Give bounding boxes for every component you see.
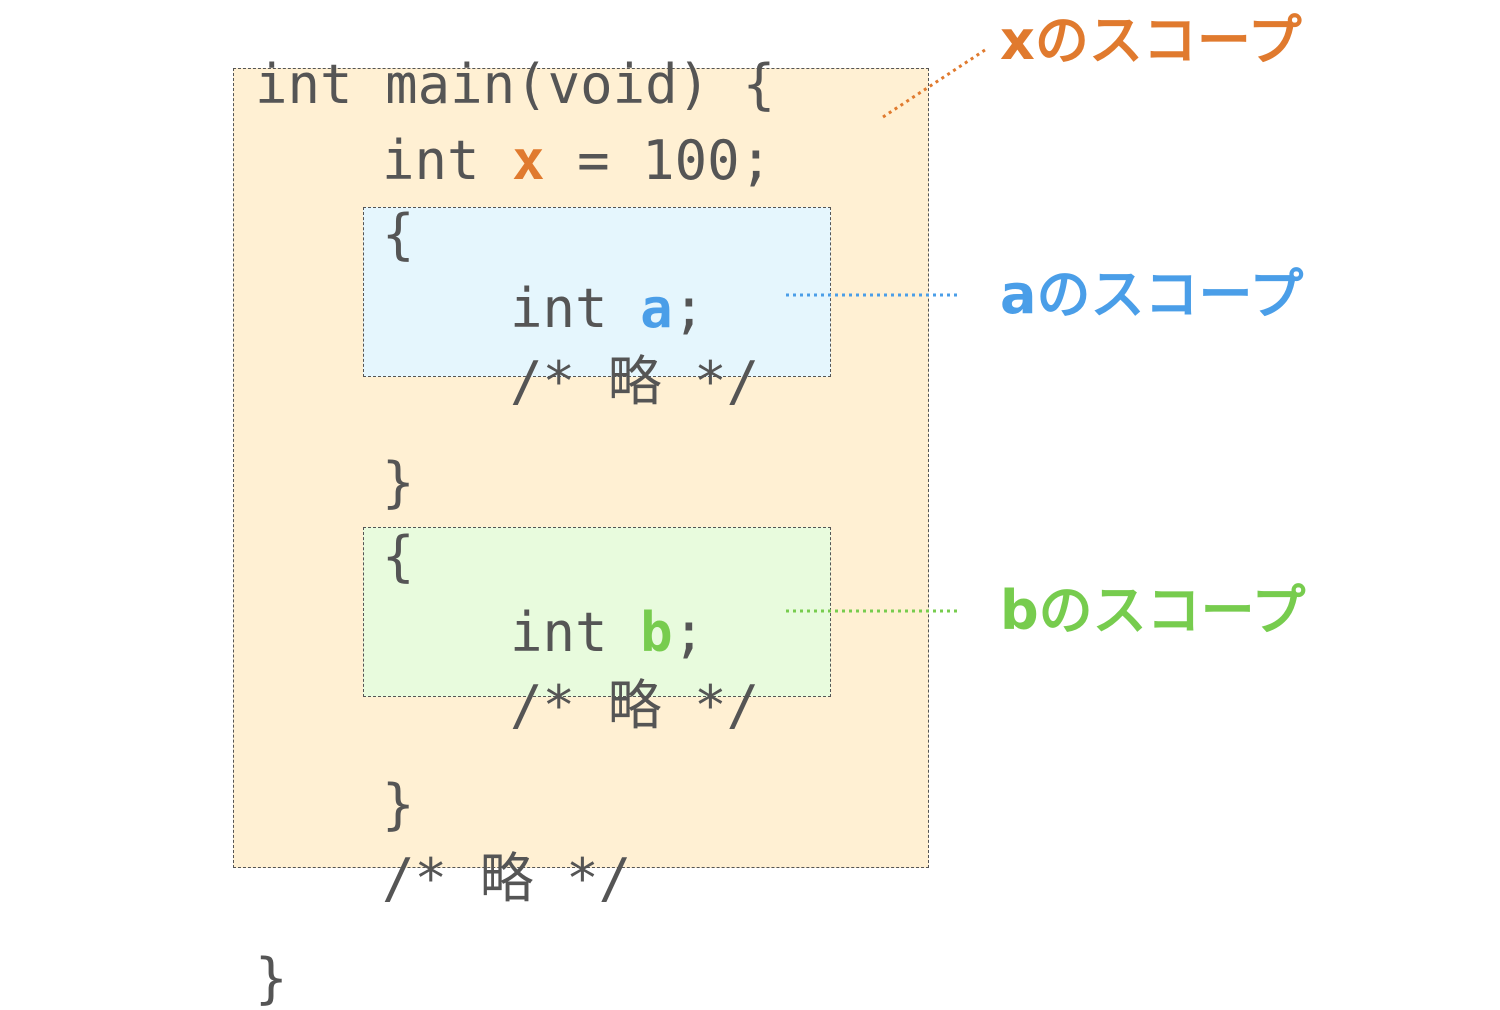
b-variable: b [640, 601, 673, 664]
a-comment-line: /* 略 */ [445, 301, 759, 409]
x-scope-label: xのスコープ [1000, 9, 1302, 72]
connector-lines [786, 48, 986, 613]
main-close-brace: } [255, 947, 288, 1010]
block1-open-line: { [317, 154, 415, 262]
x-variable: x [512, 129, 545, 192]
x-scope-connector [882, 48, 986, 119]
b-declaration-line: int b; [445, 552, 705, 660]
b-semicolon: ; [672, 601, 706, 664]
a-decl-type: int [510, 277, 641, 340]
x-comment: /* 略 */ [382, 847, 632, 910]
block1-close-line: } [317, 402, 415, 510]
a-semicolon: ; [672, 277, 706, 340]
x-comment-line: /* 略 */ [317, 798, 631, 906]
b-decl-type: int [510, 601, 641, 664]
block2-close-brace: } [382, 773, 415, 836]
block2-open-line: { [317, 476, 415, 584]
x-declaration-line: int x = 100; [317, 80, 772, 188]
a-scope-box [363, 207, 831, 377]
b-scope-label: bのスコープ [1000, 579, 1306, 642]
a-variable: a [640, 277, 673, 340]
b-comment: /* 略 */ [510, 674, 760, 737]
x-scope-box [233, 68, 929, 868]
b-comment-line: /* 略 */ [445, 625, 759, 733]
main-close-line: } [190, 898, 288, 1006]
block1-close-brace: } [382, 451, 415, 514]
main-open-text: int main(void) { [255, 53, 776, 116]
block1-open-brace: { [382, 203, 415, 266]
x-decl-type: int [382, 129, 513, 192]
b-scope-box [363, 527, 831, 697]
block2-close-line: } [317, 724, 415, 832]
block2-open-brace: { [382, 525, 415, 588]
a-comment: /* 略 */ [510, 350, 760, 413]
x-decl-rest: = 100; [544, 129, 773, 192]
main-open-line: int main(void) { [190, 4, 775, 112]
a-scope-label: aのスコープ [1000, 263, 1304, 326]
a-declaration-line: int a; [445, 228, 705, 336]
